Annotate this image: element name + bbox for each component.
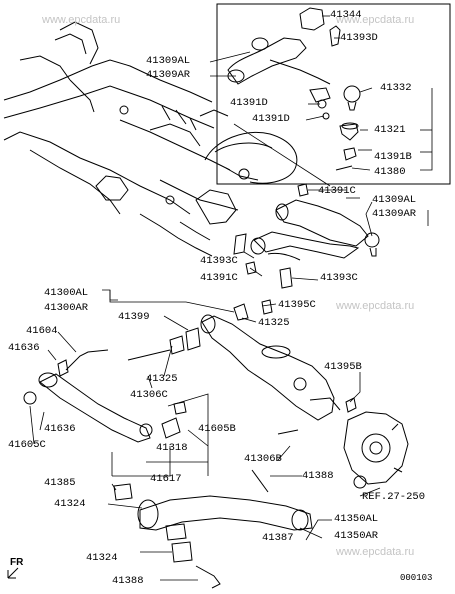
bolt-41306b [277, 429, 299, 435]
label-41380: 41380 [374, 166, 406, 178]
label-41605c: 41605C [8, 439, 46, 451]
bushing-41325 [185, 327, 201, 351]
pin-41380 [335, 165, 353, 171]
leader-lines [29, 15, 433, 581]
upper-arm-drawing [233, 183, 380, 289]
diagram-code: 000103 [400, 573, 433, 583]
bolt-41393c [233, 233, 247, 255]
label-41393d: 41393D [340, 32, 378, 44]
label-41617: 41617 [150, 473, 182, 485]
label-41399: 41399 [118, 311, 150, 323]
bolt-41388-upper [251, 469, 269, 493]
label-41300al: 41300AL [44, 287, 89, 299]
label-41325-b: 41325 [146, 373, 178, 385]
watermark-top-left: www.epcdata.ru [42, 14, 121, 26]
front-direction-label: FR [10, 557, 24, 568]
inset-upper-arm [227, 7, 361, 171]
label-41387: 41387 [262, 532, 294, 544]
label-41391b: 41391B [374, 151, 412, 163]
lower-control-arm-drawing [113, 469, 313, 589]
bolt-41393d [329, 25, 341, 47]
label-41605b: 41605B [198, 423, 236, 435]
label-41393c-b: 41393C [320, 272, 358, 284]
label-41324-b: 41324 [86, 552, 118, 564]
label-41309al-r: 41309AL [372, 194, 417, 206]
label-41309ar-top: 41309AR [146, 69, 191, 81]
label-41309al-top: 41309AL [146, 55, 191, 67]
trailing-link-drawing [23, 349, 299, 443]
label-41391c-b: 41391C [200, 272, 238, 284]
knuckle-drawing [343, 411, 409, 489]
label-41636-b: 41636 [44, 423, 76, 435]
label-41385: 41385 [44, 477, 76, 489]
nut-41391c [297, 183, 309, 197]
inset-frame [216, 3, 451, 185]
label-41324-a: 41324 [54, 498, 86, 510]
label-41391d-a: 41391D [230, 97, 268, 109]
front-arrow-icon [7, 567, 19, 579]
bump-41385 [113, 483, 133, 501]
label-41321: 41321 [374, 124, 406, 136]
label-41636-a: 41636 [8, 342, 40, 354]
label-41344: 41344 [330, 9, 362, 21]
label-41300ar: 41300AR [44, 302, 89, 314]
label-41325-a: 41325 [258, 317, 290, 329]
label-41388-b: 41388 [112, 575, 144, 587]
label-41318: 41318 [156, 442, 188, 454]
label-ref-27-250: REF.27-250 [362, 491, 426, 503]
crossmember-drawing [3, 21, 298, 257]
label-41391d-b: 41391D [252, 113, 290, 125]
label-41309ar-r: 41309AR [372, 208, 417, 220]
nut-41391b [343, 147, 357, 161]
watermark-middle: www.epcdata.ru [336, 300, 415, 312]
bolt-41604 [65, 349, 109, 371]
label-41306c: 41306C [130, 389, 168, 401]
label-41332: 41332 [380, 82, 412, 94]
label-41391c-a: 41391C [318, 185, 356, 197]
bolt-41306c [127, 349, 171, 361]
bushing-41324 [171, 541, 193, 563]
washer-41325 [233, 303, 249, 321]
label-41350ar: 41350AR [334, 530, 379, 542]
label-41604: 41604 [26, 325, 58, 337]
label-41395b: 41395B [324, 361, 362, 373]
watermark-top-right: www.epcdata.ru [336, 14, 415, 26]
bushing-41321 [339, 123, 359, 141]
bushing-41605b [161, 417, 181, 439]
watermark-bottom: www.epcdata.ru [336, 546, 415, 558]
label-41306b: 41306B [244, 453, 282, 465]
bump-stopper [299, 7, 325, 31]
bolt-41388 [195, 565, 221, 589]
label-41393c-a: 41393C [200, 255, 238, 267]
label-41395c: 41395C [278, 299, 316, 311]
label-41350al: 41350AL [334, 513, 379, 525]
label-41388-a: 41388 [302, 470, 334, 482]
